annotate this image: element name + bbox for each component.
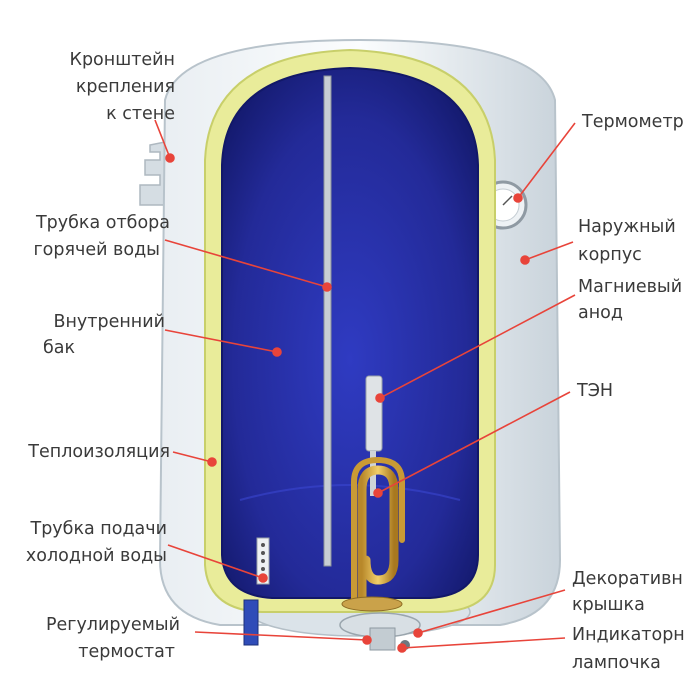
label-lamp-line-1: Индикаторн xyxy=(572,625,685,645)
leader-thermometer xyxy=(513,122,576,203)
label-thermostat: Регулируемый термостат xyxy=(46,615,180,662)
leader-anode xyxy=(375,294,576,403)
label-hot-pipe: Трубка отбора горячей воды xyxy=(33,213,170,260)
label-outer-case: Наружный корпус xyxy=(578,217,676,265)
leader-hot-pipe xyxy=(164,239,332,292)
leader-bracket xyxy=(154,119,175,163)
label-bracket-line-2: крепления xyxy=(76,77,175,97)
label-bracket-line-1: Кронштейн xyxy=(70,50,175,70)
leader-decor-cover xyxy=(413,589,566,638)
leader-heater xyxy=(373,391,571,498)
label-inner-tank-line-1: Внутренний xyxy=(53,312,165,332)
label-outer-case-line-1: Наружный xyxy=(578,217,676,237)
leader-thermostat xyxy=(194,631,372,645)
leader-cold-pipe xyxy=(167,544,268,583)
label-bracket-line-3: к стене xyxy=(106,104,175,124)
bottom-fittings xyxy=(339,612,421,651)
leader-inner-tank xyxy=(164,329,282,357)
label-heater-line-1: ТЭН xyxy=(576,381,613,401)
label-decor-cover: Декоративн крышка xyxy=(572,569,683,615)
label-heater: ТЭН xyxy=(576,381,613,401)
label-insulation: Теплоизоляция xyxy=(27,442,170,462)
label-hot-pipe-line-2: горячей воды xyxy=(33,240,160,260)
label-thermostat-line-1: Регулируемый xyxy=(46,615,180,635)
leader-outer-case xyxy=(520,241,574,265)
label-anode-line-1: Магниевый xyxy=(578,277,682,297)
leader-lamp xyxy=(397,637,566,653)
label-anode-line-2: анод xyxy=(578,303,623,323)
label-bracket: Кронштейн крепления к стене xyxy=(70,50,175,124)
label-cold-pipe: Трубка подачи холодной воды xyxy=(26,519,167,566)
label-decor-cover-line-2: крышка xyxy=(572,595,645,615)
label-outer-case-line-2: корпус xyxy=(578,245,642,265)
label-thermometer: Термометр xyxy=(581,112,684,132)
label-lamp-line-2: лампочка xyxy=(572,653,661,673)
leader-insulation xyxy=(172,451,217,467)
label-cold-pipe-line-2: холодной воды xyxy=(26,546,167,566)
label-thermostat-line-2: термостат xyxy=(78,642,175,662)
hot-water-pipe xyxy=(323,75,332,567)
label-hot-pipe-line-1: Трубка отбора xyxy=(35,213,170,233)
label-anode: Магниевый анод xyxy=(578,277,682,323)
label-inner-tank-line-2: бак xyxy=(43,338,75,358)
label-thermometer-line-1: Термометр xyxy=(581,112,684,132)
label-inner-tank: Внутренний бак xyxy=(43,312,165,358)
label-cold-pipe-line-1: Трубка подачи xyxy=(30,519,168,539)
inner-tank xyxy=(221,66,479,599)
heating-element xyxy=(341,456,405,612)
label-insulation-line-1: Теплоизоляция xyxy=(27,442,170,462)
leader-lines xyxy=(154,119,576,653)
label-lamp: Индикаторн лампочка xyxy=(572,625,685,673)
label-decor-cover-line-1: Декоративн xyxy=(572,569,683,589)
